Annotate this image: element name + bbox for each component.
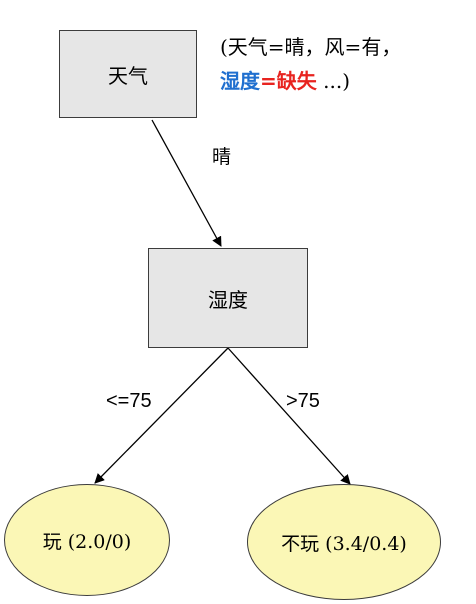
leaf-play-label: 玩 (2.0/0) [42, 530, 132, 553]
leaf-no-play-label: 不玩 (3.4/0.4) [281, 532, 407, 555]
edge-label-gt75: >75 [286, 390, 320, 412]
leaf-no-play: 不玩 (3.4/0.4) [247, 484, 441, 600]
annotation-equals: = [260, 69, 277, 93]
node-weather: 天气 [59, 30, 197, 118]
annotation-missing-word: 缺失 [276, 69, 317, 93]
node-weather-label: 天气 [108, 63, 148, 88]
edge-label-sunny: 晴 [212, 146, 232, 168]
annotation-humidity-word: 湿度 [220, 69, 260, 93]
node-humidity-label: 湿度 [208, 287, 248, 312]
annotation-line-2: 湿度=缺失 ...) [220, 64, 476, 98]
edge-humidity-to-play [94, 347, 229, 484]
annotation-line-1: (天气=晴，风=有， [220, 35, 402, 59]
edge-humidity-to-no-play [227, 347, 351, 485]
example-annotation: (天气=晴，风=有， 湿度=缺失 ...) [220, 30, 476, 98]
annotation-ellipsis: ...) [316, 69, 350, 93]
leaf-play: 玩 (2.0/0) [4, 484, 170, 596]
node-humidity: 湿度 [148, 248, 308, 348]
edge-label-le75: <=75 [106, 390, 152, 412]
edge-root-to-humidity [151, 119, 222, 247]
